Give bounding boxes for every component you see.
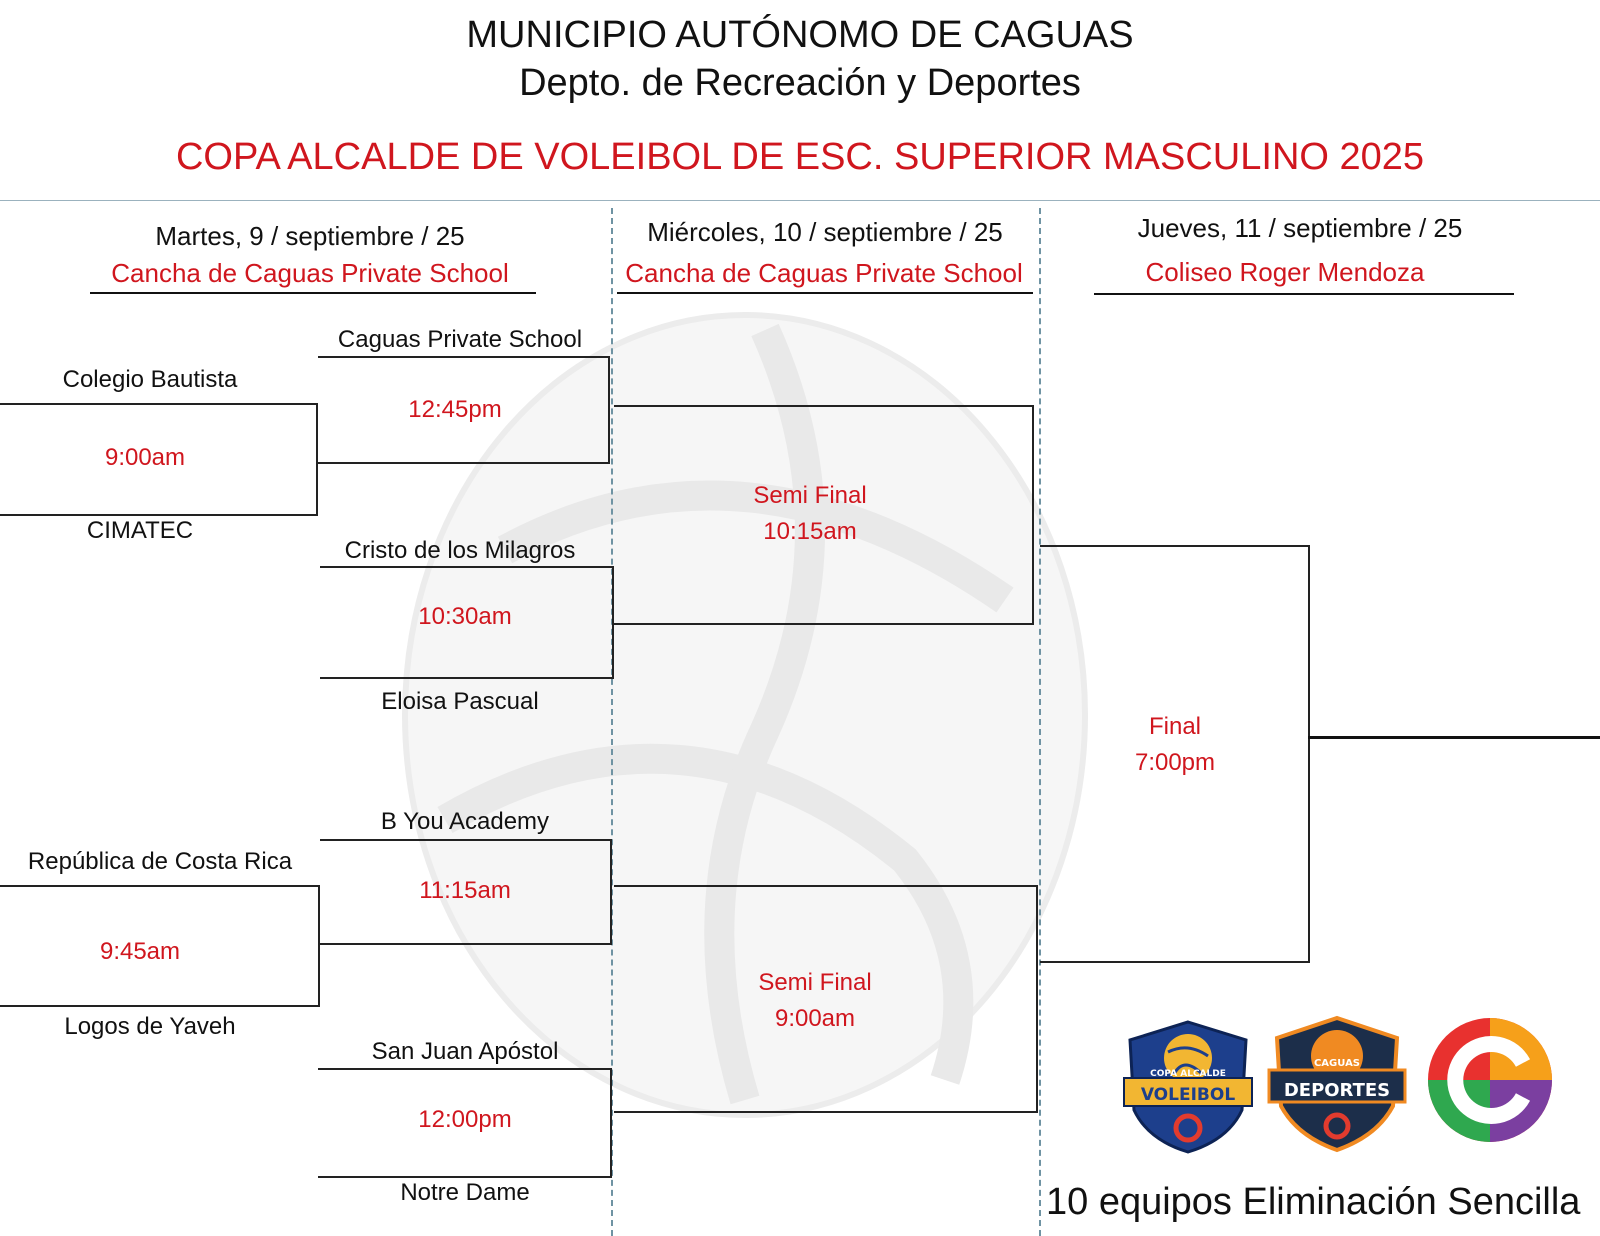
svg-text:VOLEIBOL: VOLEIBOL (1141, 1085, 1235, 1105)
final-time: 7:00pm (1134, 749, 1216, 776)
round1-match2-bracket (0, 885, 320, 1007)
round2-match1-time: 12:45pm (408, 396, 502, 423)
round2-match3-bracket (320, 839, 612, 945)
day-3-date: Jueves, 11 / septiembre / 25 (1137, 213, 1463, 243)
semifinal-1-label: Semi Final (753, 482, 867, 509)
round1-match1-time: 9:00am (104, 444, 186, 471)
semifinal-2-label: Semi Final (758, 969, 872, 996)
semifinal-1-time: 10:15am (763, 518, 857, 545)
svg-text:DEPORTES: DEPORTES (1284, 1080, 1390, 1101)
day-1-underline (90, 292, 536, 294)
champion-line (1308, 736, 1600, 739)
round1-match2-team-bottom: Logos de Yaveh (64, 1013, 236, 1040)
final-bracket (1040, 545, 1310, 963)
svg-text:CAGUAS: CAGUAS (1314, 1058, 1360, 1069)
round1-match2-team-top: República de Costa Rica (27, 848, 293, 875)
caguas-c-logo (1428, 1018, 1552, 1142)
column-divider-2 (1039, 208, 1041, 1236)
tournament-format: 10 equipos Eliminación Sencilla (1046, 1181, 1581, 1223)
round2-match2-time: 10:30am (418, 603, 512, 630)
round2-match4-time: 12:00pm (418, 1106, 512, 1133)
semifinal-1-bracket (614, 405, 1034, 625)
round1-match2-time: 9:45am (99, 938, 181, 965)
round2-match3-time: 11:15am (419, 877, 511, 904)
final-label: Final (1148, 713, 1202, 740)
day-2-venue: Cancha de Caguas Private School (625, 258, 1023, 288)
department-title: Depto. de Recreación y Deportes (519, 62, 1081, 104)
round2-match4-bracket (318, 1068, 612, 1178)
round1-match1-team-bottom: CIMATEC (86, 517, 194, 544)
round2-match1-bracket (318, 356, 610, 464)
round2-match1-team-top: Caguas Private School (337, 326, 583, 353)
day-1-venue: Cancha de Caguas Private School (111, 258, 509, 288)
round2-match2-bracket (320, 566, 614, 679)
round2-match4-team-bottom: Notre Dame (400, 1179, 530, 1206)
day-1-date: Martes, 9 / septiembre / 25 (155, 221, 465, 251)
header-divider (0, 200, 1600, 201)
day-2-date: Miércoles, 10 / septiembre / 25 (647, 217, 1003, 247)
column-divider-1 (611, 208, 613, 1236)
copa-alcalde-voleibol-logo: VOLEIBOL COPA ALCALDE (1123, 1020, 1253, 1154)
round2-match2-team-top: Cristo de los Milagros (344, 537, 576, 564)
round2-match4-team-top: San Juan Apóstol (371, 1038, 559, 1065)
round1-match1-bracket (0, 403, 318, 516)
caguas-deportes-logo: DEPORTES CAGUAS (1267, 1015, 1407, 1153)
semifinal-2-bracket (614, 885, 1038, 1113)
round1-match1-team-top: Colegio Bautista (62, 366, 238, 393)
round2-match2-team-bottom: Eloisa Pascual (381, 688, 539, 715)
semifinal-2-time: 9:00am (774, 1005, 856, 1032)
round2-match3-team-top: B You Academy (380, 808, 550, 835)
day-3-underline (1094, 293, 1514, 295)
day-2-underline (617, 292, 1033, 294)
municipality-title: MUNICIPIO AUTÓNOMO DE CAGUAS (466, 14, 1134, 56)
svg-text:COPA ALCALDE: COPA ALCALDE (1150, 1069, 1226, 1079)
day-3-venue: Coliseo Roger Mendoza (1145, 257, 1425, 287)
tournament-title: COPA ALCALDE DE VOLEIBOL DE ESC. SUPERIO… (175, 136, 1425, 178)
volleyball-watermark (402, 312, 1088, 1118)
